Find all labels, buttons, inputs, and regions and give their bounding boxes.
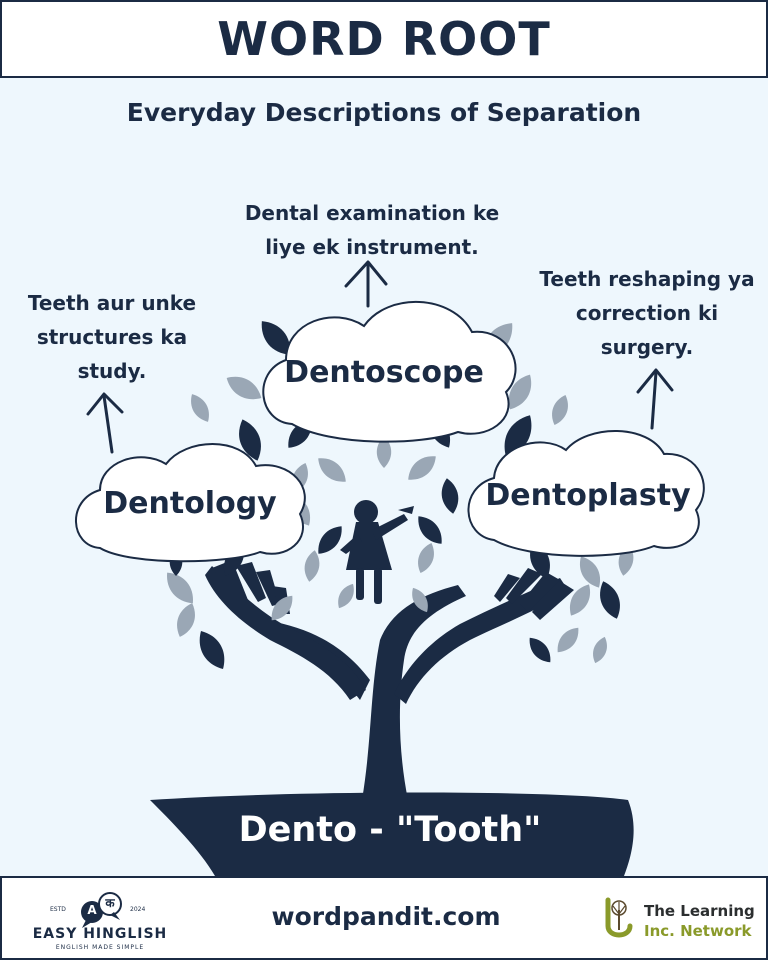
cloud-dentoplasty [467,430,705,557]
arrow-dentoplasty [636,368,674,430]
leaf [304,550,320,582]
footer-bar: A क ESTD 2024 EASY HINGLISH ENGLISH MADE… [0,876,768,960]
speech-bubbles-icon [81,892,122,928]
leaf [504,415,532,457]
learning-inc-line2: Inc. Network [644,922,752,940]
leaf [508,374,532,410]
glyph-a: A [87,903,97,917]
easy-hinglish-name: EASY HINGLISH [32,926,168,942]
tree-logo-icon [605,897,633,938]
description-line: surgery. [600,335,694,359]
leaf [441,478,459,514]
description-line: study. [77,359,147,383]
leaf [418,516,442,544]
learning-inc-line1: The Learning [644,902,755,920]
estd-year: 2024 [130,906,146,913]
glyph-ka: क [105,896,115,910]
leaf [412,587,428,613]
leaf [376,436,392,468]
leaf [580,556,600,588]
description-line: liye ek instrument. [265,235,479,259]
tree-trunk [362,585,466,800]
left-hand [205,560,366,700]
learning-inc-logo: The Learning Inc. Network [600,892,760,948]
description-line: structures ka [36,325,188,349]
root-word-label: Dento - "Tooth" [238,810,542,850]
leaf [529,637,551,663]
arrow-dentoscope [344,260,388,308]
leaf [600,581,620,619]
description-dentoscope: Dental examination ke liye ek instrument… [222,196,522,264]
leaf [261,321,291,355]
leaf [418,542,434,574]
child-silhouette [340,500,414,604]
cloud-dentology [75,443,306,563]
leaf [199,630,225,670]
easy-hinglish-tagline: ENGLISH MADE SIMPLE [55,944,145,951]
arrow-dentology [86,392,124,454]
right-hand [394,568,574,704]
description-line: correction ki [575,301,719,325]
leaf [570,584,590,616]
cloud-dentoscope [262,300,517,443]
leaf [318,458,346,482]
word-dentoscope: Dentoscope [284,355,484,390]
website-link[interactable]: wordpandit.com [271,902,501,931]
word-dentology: Dentology [103,486,277,521]
easy-hinglish-logo: A क ESTD 2024 EASY HINGLISH ENGLISH MADE… [30,890,170,954]
leaf [167,572,193,604]
description-dentoplasty: Teeth reshaping ya correction ki surgery… [526,262,768,364]
description-line: Dental examination ke [244,201,500,225]
leaf [239,419,261,461]
page-subtitle: Everyday Descriptions of Separation [126,98,642,127]
leaf [338,583,354,609]
description-dentology: Teeth aur unke structures ka study. [0,286,224,388]
leaf [552,394,568,426]
header-bar: WORD ROOT [0,0,768,78]
leaf [408,456,436,480]
description-line: Teeth reshaping ya [539,267,755,291]
leaf [593,636,607,664]
word-dentoplasty: Dentoplasty [485,478,691,513]
leaf [191,394,209,422]
root-mound [150,792,634,876]
leaf [557,627,579,653]
page-title: WORD ROOT [217,12,551,66]
description-line: Teeth aur unke [27,291,197,315]
leaf [271,595,293,621]
arrows [86,260,674,454]
leaf [177,603,195,637]
leaf [318,526,342,554]
estd-label: ESTD [50,906,66,913]
leaf [226,376,262,400]
